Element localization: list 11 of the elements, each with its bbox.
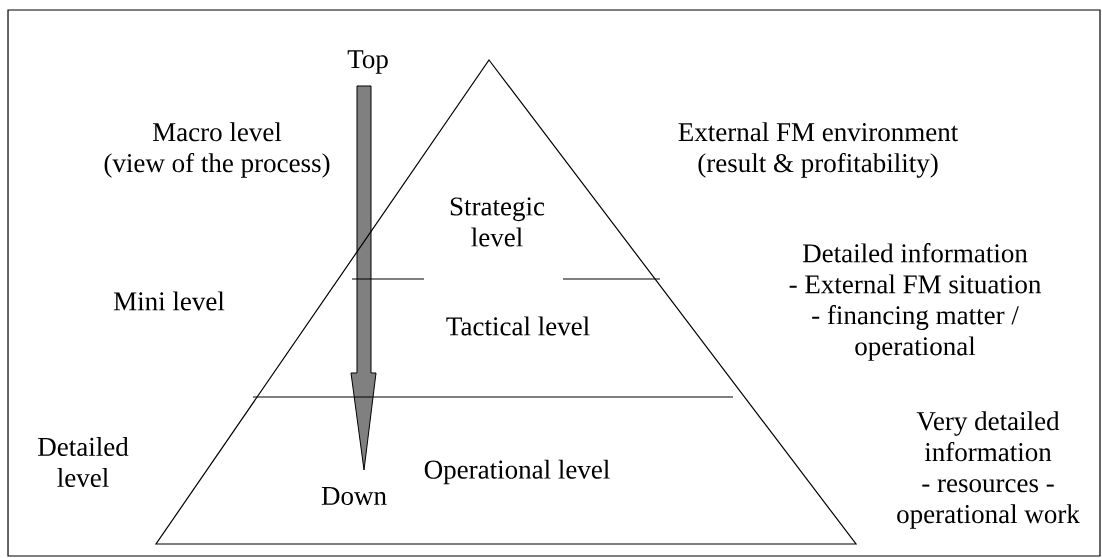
text-label: External FM environment (result & profitability)	[678, 122, 959, 178]
text-label: Top	[347, 50, 388, 74]
text-label: Very detailed information - resources - operational work	[897, 411, 1080, 529]
text-label: Detailed level	[38, 437, 129, 487]
text-label: Mini level	[113, 291, 225, 311]
text-label: Down	[321, 487, 387, 505]
level-label: Tactical level	[446, 316, 590, 336]
level-label: Operational level	[424, 459, 610, 485]
text-label: Detailed information - External FM situation - financing matter / operational	[789, 243, 1041, 361]
level-label: Strategic level	[450, 197, 545, 247]
text-label: Macro level (view of the process)	[104, 122, 330, 178]
